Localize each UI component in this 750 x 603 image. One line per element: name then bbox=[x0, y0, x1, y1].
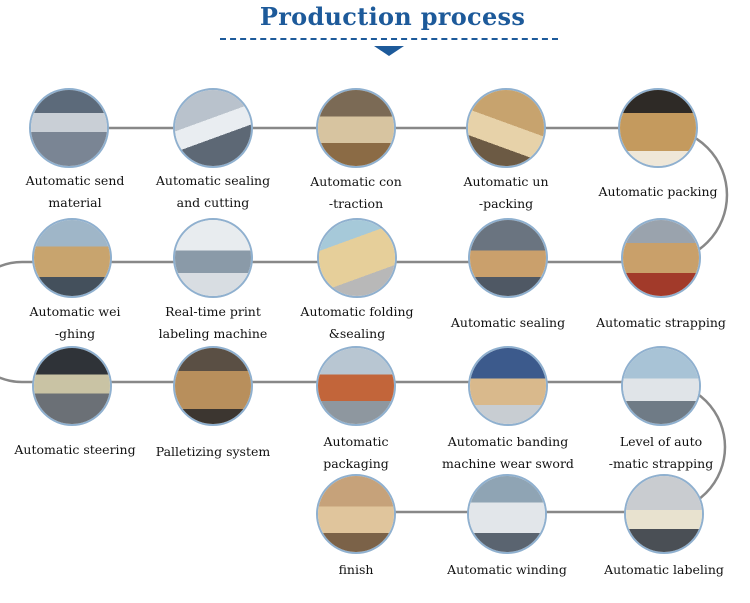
step-photo-sealing-cutting bbox=[173, 88, 253, 168]
step-photo-palletizing bbox=[173, 346, 253, 426]
step-photo-print-labeling bbox=[173, 218, 253, 298]
step-label-auto-strapping: Level of auto -matic strapping bbox=[586, 431, 736, 475]
step-label-line: -matic strapping bbox=[608, 456, 714, 471]
step-label-line: Real-time print bbox=[165, 304, 261, 319]
sealing-station-photo-icon bbox=[470, 220, 546, 296]
connector-path bbox=[0, 126, 729, 514]
step-label-line: Automatic folding bbox=[300, 304, 414, 319]
step-label-line: Automatic steering bbox=[14, 442, 136, 457]
wooden-crates-photo-icon bbox=[318, 476, 394, 552]
step-label-line: -ghing bbox=[54, 326, 96, 341]
step-photo-auto-strapping bbox=[621, 346, 701, 426]
step-label-strapping: Automatic strapping bbox=[586, 312, 736, 334]
step-photo-finish bbox=[316, 474, 396, 554]
step-photo-contraction bbox=[316, 88, 396, 168]
step-label-packing: Automatic packing bbox=[583, 181, 733, 203]
step-label-palletizing: Palletizing system bbox=[138, 441, 288, 463]
step-label-line: &sealing bbox=[328, 326, 386, 341]
step-photo-weighing bbox=[32, 218, 112, 298]
step-label-send-material: Automatic send material bbox=[0, 170, 150, 214]
step-label-finish: finish bbox=[281, 559, 431, 581]
palletizer-photo-icon bbox=[175, 348, 251, 424]
shrink-machine-photo-icon bbox=[318, 90, 394, 166]
open-carton-photo-icon bbox=[468, 90, 544, 166]
title-dashed-underline bbox=[220, 38, 558, 40]
step-photo-winding bbox=[467, 474, 547, 554]
step-label-sealing-cutting: Automatic sealing and cutting bbox=[138, 170, 288, 214]
label-printer-photo-icon bbox=[175, 220, 251, 296]
step-photo-banding bbox=[468, 346, 548, 426]
step-label-banding: Automatic banding machine wear sword bbox=[433, 431, 583, 475]
step-photo-packing bbox=[618, 88, 698, 168]
step-label-line: -traction bbox=[328, 196, 384, 211]
step-label-line: Automatic labeling bbox=[604, 562, 724, 577]
step-label-line: Automatic packing bbox=[598, 184, 718, 199]
labeling-station-photo-icon bbox=[626, 476, 702, 552]
step-label-line: Automatic bbox=[323, 434, 389, 449]
step-label-line: Automatic wei bbox=[29, 304, 121, 319]
step-label-line: Level of auto bbox=[619, 434, 703, 449]
step-photo-steering bbox=[32, 346, 112, 426]
step-label-steering: Automatic steering bbox=[0, 439, 150, 461]
step-label-line: machine wear sword bbox=[442, 456, 574, 471]
step-label-line: Automatic send bbox=[25, 173, 125, 188]
step-label-line: Palletizing system bbox=[155, 444, 271, 459]
folding-carton-photo-icon bbox=[319, 220, 395, 296]
step-photo-folding-sealing bbox=[317, 218, 397, 298]
step-label-line: Automatic un bbox=[463, 174, 549, 189]
step-photo-strapping bbox=[621, 218, 701, 298]
step-label-line: Automatic sealing bbox=[450, 315, 566, 330]
page-title: Production process bbox=[259, 2, 526, 31]
step-label-labeling: Automatic labeling bbox=[589, 559, 739, 581]
stretch-wrapper-photo-icon bbox=[469, 476, 545, 552]
step-label-weighing: Automatic wei -ghing bbox=[0, 301, 150, 345]
step-photo-send-material bbox=[29, 88, 109, 168]
strapping-machine-photo-icon bbox=[623, 348, 699, 424]
step-label-line: Automatic winding bbox=[447, 562, 567, 577]
carton-roller-photo-icon bbox=[623, 220, 699, 296]
step-label-line: finish bbox=[338, 562, 374, 577]
step-photo-sealing bbox=[468, 218, 548, 298]
roller-turn-photo-icon bbox=[34, 348, 110, 424]
step-label-line: Automatic con bbox=[310, 174, 402, 189]
step-label-sealing: Automatic sealing bbox=[433, 312, 583, 334]
step-label-line: Automatic strapping bbox=[596, 315, 726, 330]
step-label-line: Automatic sealing bbox=[155, 173, 271, 188]
step-label-print-labeling: Real-time print labeling machine bbox=[138, 301, 288, 345]
step-label-line: Automatic banding bbox=[447, 434, 569, 449]
weighing-carton-photo-icon bbox=[34, 220, 110, 296]
pallet-conveyor-photo-icon bbox=[318, 348, 394, 424]
step-label-unpacking: Automatic un -packing bbox=[431, 171, 581, 215]
step-photo-packaging bbox=[316, 346, 396, 426]
step-label-folding-sealing: Automatic folding&sealing bbox=[282, 301, 432, 345]
step-label-line: -packing bbox=[478, 196, 534, 211]
banding-machine-photo-icon bbox=[470, 348, 546, 424]
step-label-line: material bbox=[48, 195, 102, 210]
step-label-packaging: Automatic packaging bbox=[281, 431, 431, 475]
carton-packing-photo-icon bbox=[620, 90, 696, 166]
step-label-line: and cutting bbox=[176, 195, 250, 210]
title-down-arrow-icon bbox=[374, 46, 404, 56]
step-label-line: labeling machine bbox=[158, 326, 268, 341]
step-label-winding: Automatic winding bbox=[432, 559, 582, 581]
conveyor-line-photo-icon bbox=[31, 90, 107, 166]
step-photo-unpacking bbox=[466, 88, 546, 168]
step-label-line: packaging bbox=[323, 456, 389, 471]
step-label-contraction: Automatic con -traction bbox=[281, 171, 431, 215]
step-photo-labeling bbox=[624, 474, 704, 554]
sealing-machine-photo-icon bbox=[175, 90, 251, 166]
